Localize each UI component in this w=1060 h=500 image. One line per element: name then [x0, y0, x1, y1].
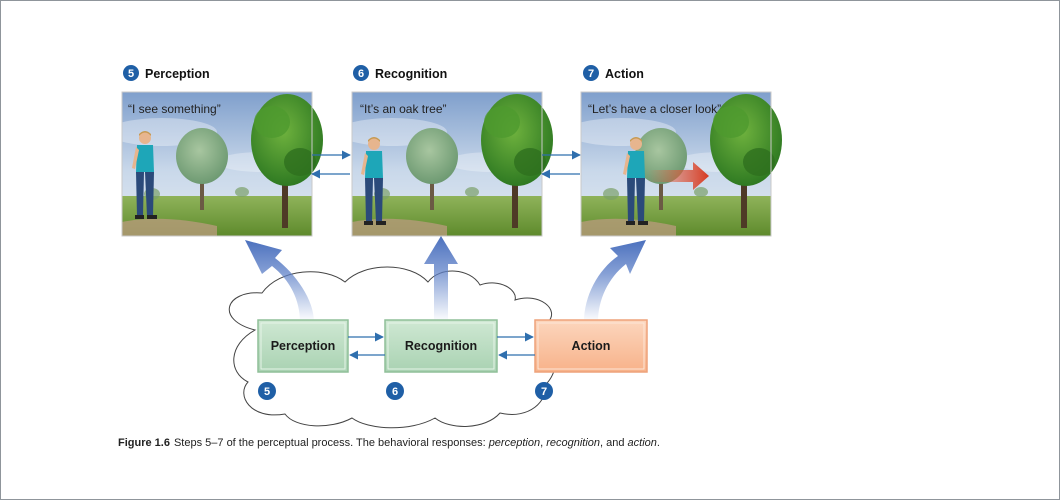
panel-recognition: 6 Recognition “It’s an oak tree” [337, 65, 553, 237]
caption-suffix: . [656, 437, 660, 449]
scene-image [337, 91, 553, 237]
step-badge [258, 382, 276, 400]
scene-image [566, 91, 782, 237]
speech-quote: “It’s an oak tree” [360, 102, 446, 116]
step-badge [535, 382, 553, 400]
panel-action: 7 Action “Let’s have a closer look” [566, 65, 782, 237]
process-box-action: Action [534, 319, 648, 373]
step-badge [386, 382, 404, 400]
speech-quote: “I see something” [128, 102, 221, 116]
process-box-label: Recognition [405, 339, 477, 353]
scene-image [107, 91, 323, 237]
feedback-arrows [245, 236, 646, 322]
caption-term: recognition [546, 437, 601, 449]
panel-title: Recognition [375, 67, 447, 81]
movement-arrow [647, 162, 709, 190]
step-badge [123, 65, 139, 81]
caption-separator: , [540, 437, 547, 449]
step-badge-number: 6 [358, 68, 364, 80]
step-badge-number: 6 [392, 386, 398, 398]
process-box-perception: Perception [257, 319, 349, 373]
process-box-label: Action [572, 339, 611, 353]
step-badge [583, 65, 599, 81]
step-badge-number: 7 [588, 68, 594, 80]
process-box-recognition: Recognition [384, 319, 498, 373]
caption-term: perception [488, 437, 541, 449]
caption-separator: , and [600, 437, 628, 449]
step-badge-number: 5 [264, 386, 270, 398]
up-arrow-perception [245, 240, 314, 322]
box-connector-arrows [348, 332, 535, 360]
panel-title: Action [605, 67, 644, 81]
up-arrow-recognition [424, 236, 458, 322]
panel-connector-arrows [311, 150, 581, 179]
step-badge [353, 65, 369, 81]
speech-quote: “Let’s have a closer look” [588, 102, 721, 116]
caption-term: action [627, 437, 657, 449]
panel-title: Perception [145, 67, 210, 81]
caption-text: Steps 5–7 of the perceptual process. The… [173, 437, 489, 449]
step-badge-number: 5 [128, 68, 134, 80]
figure-label: Figure 1.6 [118, 437, 170, 449]
process-step-badges: 5 6 7 [258, 382, 553, 400]
up-arrow-action [584, 240, 646, 322]
panel-perception: 5 Perception “I see something” [107, 65, 323, 237]
step-badge-number: 7 [541, 386, 547, 398]
process-box-label: Perception [271, 339, 336, 353]
